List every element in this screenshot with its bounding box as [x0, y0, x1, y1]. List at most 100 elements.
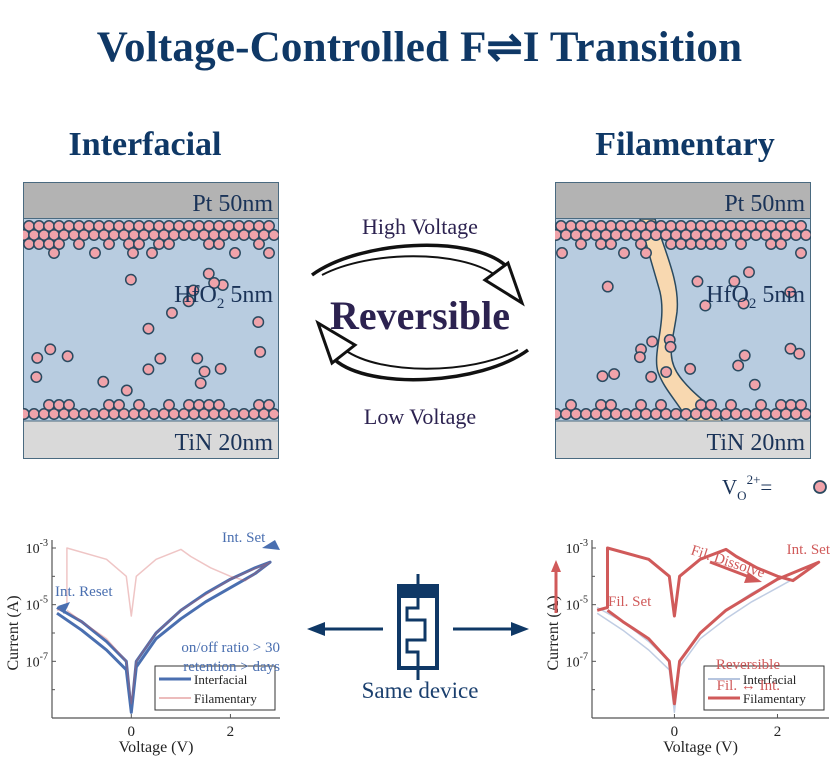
- vacancy-dot: [148, 408, 160, 420]
- vacancy-dot: [695, 238, 707, 250]
- vacancy-dot: [560, 229, 572, 241]
- vacancy-dot: [748, 378, 761, 391]
- vacancy-dot: [208, 277, 221, 289]
- vacancy-dot: [193, 399, 205, 411]
- vacancy-dot: [263, 247, 275, 259]
- transition-arrows: [310, 243, 530, 382]
- filamentary-heading: Filamentary: [595, 126, 775, 163]
- x-tick-label: 2: [774, 724, 782, 740]
- vacancy-dot: [30, 371, 43, 383]
- vacancy-dot: [124, 273, 137, 286]
- vacancy-dot: [194, 377, 207, 390]
- y-axis-label: Current (A): [545, 595, 562, 670]
- vacancy-dot: [28, 408, 40, 420]
- vacancy-dot: [775, 238, 787, 250]
- vacancy-dot: [793, 347, 806, 360]
- x-tick-label: 0: [128, 724, 136, 740]
- chart-annotation: Fil. Dissolve: [689, 543, 767, 582]
- vacancy-dot: [163, 238, 175, 250]
- vacancy-dot: [580, 408, 592, 420]
- legend-box: [703, 665, 825, 711]
- x-tick-label: 0: [671, 724, 679, 740]
- pt-layer: [23, 182, 279, 219]
- vacancy-dot: [73, 238, 85, 250]
- same-device-graphic: [307, 574, 529, 680]
- vacancy-dot: [660, 366, 673, 378]
- vacancy-dot: [595, 399, 607, 411]
- low-voltage-label: Low Voltage: [363, 404, 477, 429]
- vacancy-dot: [268, 408, 279, 420]
- vacancy-dot: [89, 247, 101, 259]
- x-tick-label: 2: [227, 724, 235, 740]
- vacancy-dot: [88, 408, 100, 420]
- vacancy-dot: [565, 399, 577, 411]
- tin-label: TiN 20nm: [175, 430, 274, 456]
- vacancy-legend: VO2+=: [722, 472, 827, 503]
- x-axis-label: Voltage (V): [663, 739, 738, 756]
- vacancy-dot: [44, 343, 57, 356]
- tin-layer: [23, 420, 279, 459]
- tin-layer: [555, 420, 811, 459]
- vacancy-dot: [684, 362, 697, 375]
- vacancy-dot: [213, 399, 225, 411]
- vacancy-dot: [127, 247, 139, 259]
- vacancy-dot: [182, 295, 195, 308]
- vacancy-dot: [633, 351, 646, 364]
- left-arrow-icon: [307, 622, 383, 636]
- legend-entry: Interfacial: [194, 672, 248, 687]
- vacancy-dot: [228, 229, 240, 241]
- series-filamentary: [596, 546, 821, 706]
- vacancy-dot: [263, 399, 275, 411]
- y-tick-label: 10-3: [26, 538, 48, 557]
- vacancy-dot: [78, 408, 90, 420]
- vacancy-dot: [103, 399, 115, 411]
- vacancy-dot: [33, 238, 45, 250]
- vacancy-dot: [800, 229, 811, 241]
- vacancy-dot: [178, 229, 190, 241]
- oxygen-vacancies: [555, 220, 811, 420]
- vacancy-dot: [695, 399, 707, 411]
- high-voltage-label: High Voltage: [362, 214, 478, 239]
- vacancy-dot: [187, 284, 200, 297]
- vacancy-dot: [755, 399, 767, 411]
- filamentary-stack-diagram: Pt 50nm HfO2 5nm TiN 20nm: [555, 182, 811, 459]
- reversible-label: Reversible: [330, 293, 510, 338]
- vacancy-dot: [254, 345, 267, 358]
- series-interfacial: [56, 560, 272, 714]
- y-tick-label: 10-7: [26, 651, 48, 670]
- vacancy-dot: [154, 352, 167, 365]
- y-tick-label: 10-7: [566, 651, 588, 670]
- vacancy-dot: [153, 238, 165, 250]
- vacancy-dot: [229, 247, 241, 259]
- hfo2-label: HfO2 5nm: [174, 282, 273, 312]
- vacancy-dot: [691, 275, 704, 288]
- vacancy-legend-icon: [813, 480, 827, 494]
- vacancy-dot: [795, 399, 807, 411]
- vacancy-dot: [784, 342, 797, 355]
- vacancy-dot: [183, 399, 195, 411]
- dissolve-arrow-icon: [709, 560, 753, 580]
- vacancy-dot: [268, 229, 279, 241]
- chart-annotation: on/off ratio > 30: [181, 640, 280, 656]
- vacancy-dot: [214, 362, 227, 375]
- vacancy-dot: [23, 238, 35, 250]
- vacancy-dot: [680, 408, 692, 420]
- vacancy-dot: [635, 399, 647, 411]
- vacancy-dot: [48, 247, 60, 259]
- vacancy-dot: [795, 220, 807, 232]
- x-axis-label: Voltage (V): [119, 739, 194, 756]
- vacancy-dot: [735, 238, 747, 250]
- reset-arrow-icon: [58, 602, 70, 614]
- vacancy-dot: [133, 399, 145, 411]
- vacancy-dot: [725, 399, 737, 411]
- vacancy-dot: [650, 229, 662, 241]
- vacancy-dot: [699, 299, 712, 312]
- vacancy-dot: [88, 229, 100, 241]
- vacancy-dot: [738, 349, 751, 362]
- chart-annotation: Reversible: [716, 657, 780, 673]
- vacancy-dot: [728, 275, 741, 288]
- vacancy-dot: [645, 370, 658, 383]
- vacancy-dot: [596, 370, 609, 383]
- vacancy-dot: [133, 238, 145, 250]
